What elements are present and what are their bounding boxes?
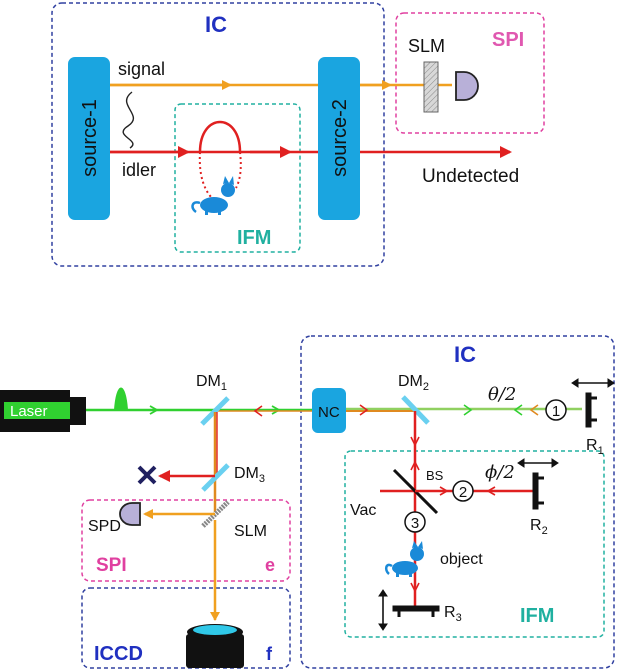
path-1-number: 1 — [552, 403, 560, 420]
ifm-arc-top — [198, 120, 242, 153]
ic-beam-arrow-1 — [359, 404, 369, 416]
top-spi-box — [395, 12, 545, 134]
top-ifm-box — [174, 103, 301, 253]
ic-beam-arrow-3 — [513, 404, 523, 416]
source-1-label: source-1 — [79, 99, 101, 177]
top-ifm-label: IFM — [237, 227, 271, 249]
laser-bar — [4, 402, 70, 419]
spd-detector-icon — [119, 502, 141, 526]
top-spi-label: SPI — [492, 29, 524, 51]
laser-nozzle — [70, 397, 86, 425]
ic-beam-arrow-2 — [463, 404, 473, 416]
panel-e-label: e — [265, 555, 275, 575]
dm2-label: DM2 — [398, 373, 429, 393]
top-diagram: IC SPI SLM IFM source-1 source-2 signal … — [51, 2, 545, 267]
path-2-number: 2 — [459, 484, 467, 501]
bottom-slm-plate — [201, 500, 230, 528]
dm3-mirror — [201, 463, 230, 492]
beam-dump-icon — [137, 465, 157, 485]
path-1-marker — [545, 399, 567, 421]
bottom-cat-icon — [384, 541, 424, 577]
laser-label: Laser — [10, 403, 48, 420]
top-cat-icon — [191, 176, 235, 215]
idler-label: idler — [122, 160, 156, 180]
nc-crystal — [312, 388, 346, 433]
top-slm-plate — [423, 61, 439, 113]
ifm-v-arrow-1 — [410, 436, 420, 447]
undetected-label: Undetected — [422, 166, 519, 187]
r2-beam-arrow-1 — [439, 486, 449, 496]
top-ic-label: IC — [205, 12, 227, 37]
bottom-spi-box — [81, 499, 291, 582]
bottom-slm-label: SLM — [234, 523, 267, 540]
nc-label: NC — [318, 404, 340, 421]
bottom-ic-box — [300, 335, 615, 669]
dm1-mirror — [200, 396, 230, 426]
ic-beam-arrow-4 — [529, 404, 539, 416]
r2-label: R2 — [530, 517, 548, 537]
r2-mirror-icon — [517, 458, 559, 510]
vac-label: Vac — [350, 502, 376, 519]
pump-arrow-1 — [149, 405, 159, 415]
theta-label: θ/2 — [488, 384, 516, 405]
bottom-ifm-box — [344, 450, 605, 638]
path-2-marker — [452, 480, 474, 502]
top-detector-icon — [455, 71, 479, 101]
top-ic-box — [51, 2, 385, 267]
r2-beam-arrow-2 — [486, 486, 496, 496]
path-3-number: 3 — [411, 515, 419, 532]
spd-label: SPD — [88, 518, 121, 535]
dm1-label: DM1 — [196, 373, 227, 393]
ifm-v-arrow-2 — [410, 460, 420, 471]
source-2-block — [318, 57, 360, 220]
pump-pulse — [114, 387, 128, 410]
bs-label: BS — [426, 468, 444, 483]
r3-label: R3 — [444, 604, 462, 624]
signal-label: signal — [118, 59, 165, 79]
source-1-block — [68, 57, 110, 220]
bottom-ic-label: IC — [454, 342, 476, 367]
ifm-v-arrow-3 — [410, 582, 420, 593]
iccd-arrow — [210, 612, 220, 621]
iccd-label: ICCD — [94, 643, 143, 665]
r1-label: R1 — [586, 437, 604, 457]
pump-arrow-2 — [271, 405, 281, 415]
dm3-label: DM3 — [234, 465, 265, 485]
bottom-spi-label: SPI — [96, 555, 127, 576]
signal-return-arrow — [253, 405, 263, 417]
r1-mirror-icon — [571, 378, 615, 428]
ifm-arc-bottom — [198, 151, 242, 206]
iccd-camera-icon — [186, 624, 244, 668]
r3-mirror-icon — [378, 589, 440, 631]
top-slm-label: SLM — [408, 36, 445, 56]
dm2-mirror — [401, 395, 430, 425]
bottom-ifm-label: IFM — [520, 605, 554, 627]
path-3-marker — [404, 511, 426, 533]
source-2-label: source-2 — [329, 99, 351, 177]
object-label: object — [440, 551, 483, 568]
entanglement-wave — [122, 91, 135, 149]
phi-label: ϕ/2 — [485, 462, 515, 483]
bottom-diagram: IC IFM SPI e ICCD f Laser DM1 DM3 — [0, 335, 615, 669]
panel-f-label: f — [266, 644, 273, 664]
